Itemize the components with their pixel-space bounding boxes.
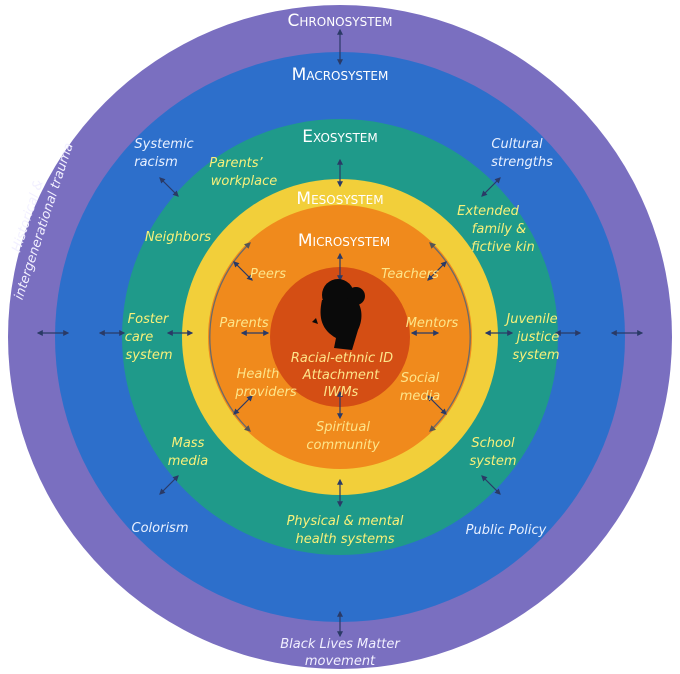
child-silhouette-icon — [312, 279, 365, 350]
chrono-blm-label-2: movement — [305, 654, 376, 669]
macro-cultural-label-2: strengths — [491, 155, 553, 170]
exo-media-label-2: media — [168, 454, 209, 469]
micro-peers-label: Peers — [250, 267, 286, 282]
micro-spiritual-label-1: Spiritual — [316, 420, 370, 435]
exo-workplace-label-2: workplace — [211, 174, 277, 189]
micro-social-label-1: Social — [401, 371, 440, 386]
micro-health-label-2: providers — [234, 385, 296, 400]
macrosystem-title: Macrosystem — [292, 65, 389, 85]
exo-school-label-1: School — [471, 436, 515, 451]
micro-health-label-1: Health — [237, 367, 280, 382]
exosystem-title: Exosystem — [302, 127, 377, 147]
mesosystem-arc-left — [209, 242, 251, 432]
exo-neighbors-label: Neighbors — [145, 230, 211, 245]
exo-foster-label-3: system — [126, 348, 173, 363]
exo-kin-label-1: Extended — [457, 204, 519, 219]
exo-juvenile-label-2: justice — [515, 330, 559, 345]
exo-media-label-1: Mass — [172, 436, 205, 451]
exo-health-label-1: Physical & mental — [287, 514, 404, 529]
exo-health-label-2: health systems — [295, 532, 394, 547]
macro-racism-label-1: Systemic — [134, 137, 193, 152]
core-racial-id-label: Racial-ethnic ID — [291, 351, 393, 366]
macro-cultural-label-1: Cultural — [491, 137, 543, 152]
exo-juvenile-label-1: Juvenile — [503, 312, 557, 327]
exo-kin-label-3: fictive kin — [471, 240, 534, 255]
micro-teachers-label: Teachers — [381, 267, 439, 282]
exo-kin-label-2: family & — [472, 222, 526, 237]
macro-policy-label: Public Policy — [466, 523, 547, 538]
exo-workplace-label-1: Parents’ — [209, 156, 263, 171]
exo-foster-label-2: care — [125, 330, 153, 345]
microsystem-title: Microsystem — [298, 231, 390, 251]
chronosystem-title: Chronosystem — [288, 11, 393, 31]
chrono-blm-label-1: Black Lives Matter — [280, 637, 401, 652]
micro-mentors-label: Mentors — [406, 316, 459, 331]
core-iwms-label: IWMs — [324, 385, 359, 400]
micro-spiritual-label-2: community — [306, 438, 380, 453]
core-attachment-label: Attachment — [302, 368, 380, 383]
double-arrow-icon — [36, 28, 644, 638]
mesosystem-title: Mesosystem — [296, 189, 383, 209]
exo-school-label-2: system — [470, 454, 517, 469]
exo-foster-label-1: Foster — [128, 312, 170, 327]
macro-colorism-label: Colorism — [132, 521, 189, 536]
mesosystem-arc-right — [429, 242, 471, 432]
micro-parents-label: Parents — [219, 316, 268, 331]
exo-juvenile-label-3: system — [513, 348, 560, 363]
macro-racism-label-2: racism — [134, 155, 178, 170]
micro-social-label-2: media — [400, 389, 441, 404]
